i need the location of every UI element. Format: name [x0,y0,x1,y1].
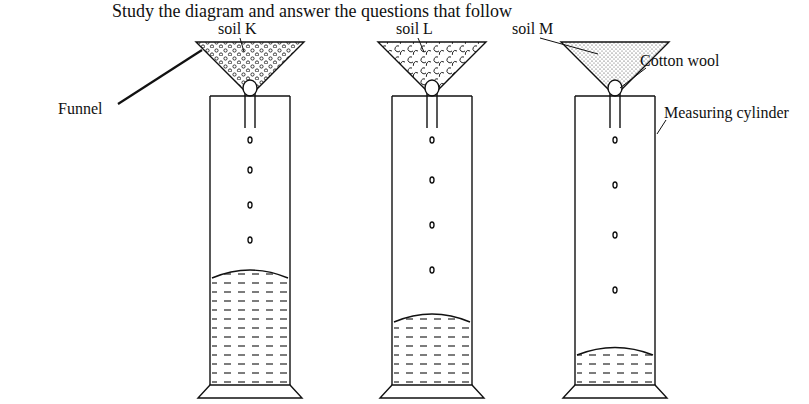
soil-label: soil K [218,20,257,38]
soil-label: soil L [396,20,433,38]
part-label: Cotton wool [640,52,720,70]
instruction-heading: Study the diagram and answer the questio… [112,2,512,22]
part-label: Measuring cylinder [664,104,789,122]
cylinder-l [378,42,486,398]
cylinder-k [196,42,304,398]
part-label: Funnel [58,100,102,118]
soil-label: soil M [512,20,553,38]
cylinder-m [561,42,669,398]
leader-lines [118,38,666,134]
